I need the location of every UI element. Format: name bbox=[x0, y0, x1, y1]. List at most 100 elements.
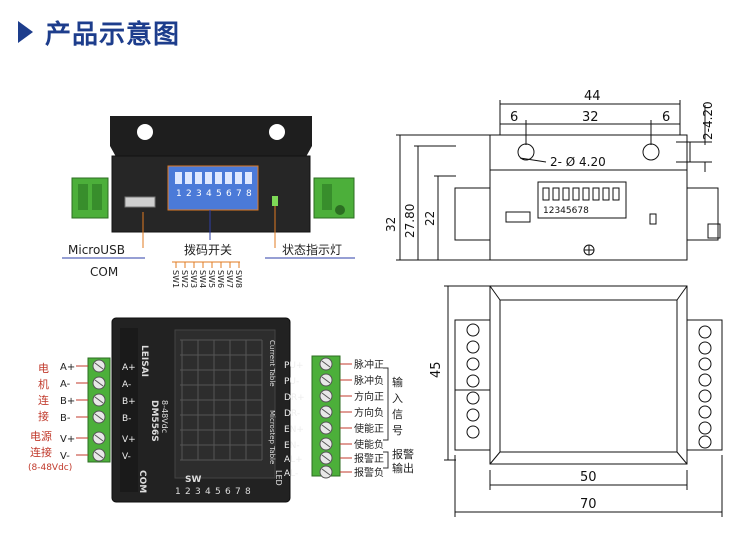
alarm-signal-label-1: 报警正 bbox=[354, 452, 384, 465]
dim-32-height: 32 bbox=[384, 217, 398, 232]
pin-label-left-2: A- bbox=[60, 379, 71, 390]
right-pin-labels: PU+PU-DR+DR-EN+EN-AL+AL- bbox=[284, 361, 352, 479]
dip-number-1: 1 bbox=[176, 189, 182, 199]
pin-label-right-2: PU- bbox=[284, 377, 299, 387]
led-label: LED bbox=[274, 470, 283, 486]
pin-label-right-7: AL+ bbox=[284, 455, 303, 465]
motor-group-char: 机 bbox=[38, 377, 49, 391]
dip-number-5: 5 bbox=[216, 189, 222, 199]
screw-slot bbox=[321, 408, 331, 416]
mount-hole-left bbox=[137, 124, 153, 140]
slot-right bbox=[676, 141, 691, 163]
dip-callout-box bbox=[167, 165, 259, 211]
dim-32: 32 bbox=[582, 110, 599, 125]
screw-outline-left bbox=[466, 425, 480, 439]
sw-label-8: SW8 bbox=[234, 270, 243, 288]
dip-switch-outline bbox=[592, 187, 600, 201]
motor-group-char: 接 bbox=[38, 410, 49, 423]
dip-switch-7 bbox=[235, 172, 242, 184]
bottom-drawing-text: 45 50 70 bbox=[429, 361, 597, 512]
pin-label-right-5: EN+ bbox=[284, 425, 304, 435]
pin-label-left-6: V- bbox=[60, 451, 70, 462]
sw-number-4: 4 bbox=[205, 487, 211, 497]
terminal-left bbox=[71, 177, 109, 219]
dip-switch-5 bbox=[215, 172, 222, 184]
sw-label-6: SW6 bbox=[216, 270, 225, 288]
screw-slot bbox=[321, 360, 331, 368]
alarm-bracket bbox=[383, 451, 389, 469]
sw-label-4: SW4 bbox=[198, 270, 207, 288]
dip-number-6: 6 bbox=[226, 189, 232, 199]
mount-hole-right bbox=[269, 124, 285, 140]
screw-slot bbox=[321, 454, 331, 462]
hole-right bbox=[642, 143, 660, 161]
alarm-signal-label-2: 报警负 bbox=[354, 466, 384, 479]
signal-label-1: 脉冲正 bbox=[354, 358, 384, 371]
screw-slot bbox=[94, 396, 104, 404]
pin-label-right-6: EN- bbox=[284, 441, 300, 451]
dim-6-right: 6 bbox=[662, 110, 670, 125]
label-status-led: 状态指示灯 bbox=[282, 242, 342, 257]
pin-label-inner-left-4: B- bbox=[122, 414, 131, 424]
top-drawing bbox=[396, 100, 721, 261]
model-label: DM556S bbox=[149, 400, 159, 442]
sw-number-1: 1 bbox=[175, 487, 181, 497]
pin-label-left-3: B+ bbox=[60, 396, 75, 407]
dip-switch-2 bbox=[185, 172, 192, 184]
pin-label-right-4: DR- bbox=[284, 409, 300, 419]
screw-slot bbox=[321, 392, 331, 400]
alarm-group-label: 输出 bbox=[392, 461, 414, 475]
dim-slot: 2-4.20 bbox=[701, 101, 715, 140]
input-bracket bbox=[383, 367, 389, 441]
sw-label-7: SW7 bbox=[225, 270, 234, 288]
signal-label-6: 使能负 bbox=[354, 438, 384, 451]
alarm-group-label: 报警 bbox=[392, 447, 414, 461]
label-microusb: MicroUSB bbox=[68, 243, 125, 257]
screw-outline-right bbox=[698, 357, 712, 371]
pin-label-inner-left-3: B+ bbox=[122, 397, 136, 407]
screw-slot bbox=[321, 440, 331, 448]
dip-switch-6 bbox=[225, 172, 232, 184]
sw-label: SW bbox=[185, 475, 201, 485]
screw-slot bbox=[94, 434, 104, 442]
screw-outline-left bbox=[466, 340, 480, 354]
signal-label-3: 方向正 bbox=[354, 390, 384, 403]
dip-switch-outline bbox=[562, 187, 570, 201]
top-drawing-text: 44 32 6 6 2-4.20 2- Ø 4.20 32 27.80 22 1… bbox=[384, 89, 715, 238]
power-group-label: 电源 bbox=[30, 429, 52, 443]
screw-outline-right bbox=[698, 389, 712, 403]
status-led bbox=[272, 196, 278, 206]
screw-slot bbox=[94, 362, 104, 370]
usb-outline bbox=[505, 211, 531, 223]
screw-slot bbox=[94, 451, 104, 459]
dim-holes: 2- Ø 4.20 bbox=[550, 155, 606, 169]
led-outline bbox=[649, 213, 657, 225]
screw-slot bbox=[321, 424, 331, 432]
dip-switch-outline bbox=[602, 187, 610, 201]
dip-switches bbox=[175, 172, 252, 184]
input-group-char: 输 bbox=[392, 375, 403, 389]
com-label: COM bbox=[137, 470, 147, 493]
dip-outline bbox=[537, 181, 627, 219]
dip-switch-outline bbox=[582, 187, 590, 201]
top-view-body bbox=[489, 285, 688, 465]
label-com: COM bbox=[90, 265, 118, 279]
play-arrow-icon bbox=[18, 21, 33, 43]
input-group-char: 信 bbox=[392, 408, 403, 421]
voltage-note: (8-48Vdc) bbox=[28, 463, 72, 473]
motor-group-char: 连 bbox=[38, 394, 49, 407]
dim-50: 50 bbox=[580, 470, 597, 485]
sw-number-3: 3 bbox=[195, 487, 201, 497]
page-title: 产品示意图 bbox=[45, 19, 181, 50]
brand-label: LEISAI bbox=[139, 345, 149, 377]
sw-number-7: 7 bbox=[235, 487, 241, 497]
dim-27-80: 27.80 bbox=[403, 204, 417, 238]
screw-outline-left bbox=[466, 408, 480, 422]
pin-label-left-5: V+ bbox=[60, 434, 75, 445]
